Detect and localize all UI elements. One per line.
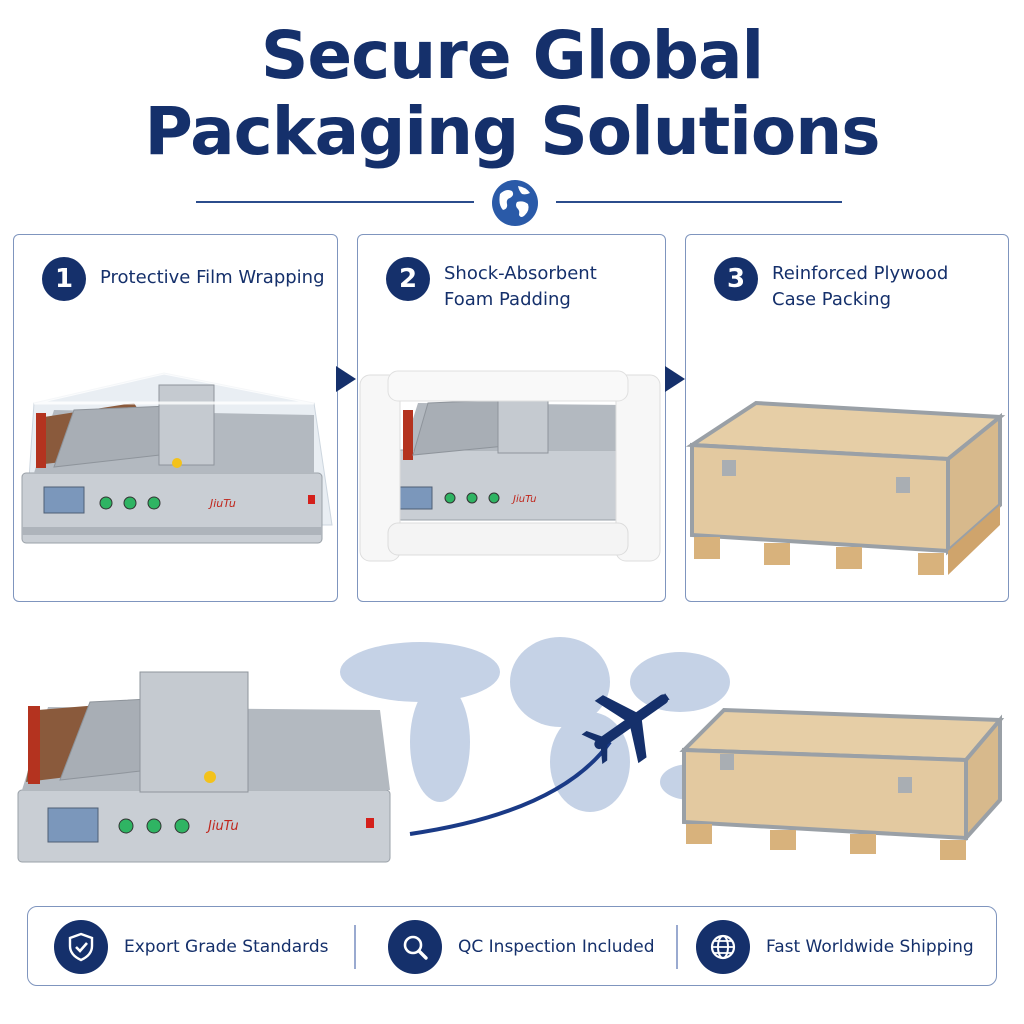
foam-padded-machine-image: JiuTu: [359, 370, 661, 562]
machine-unpacked: JiuTu: [17, 671, 391, 863]
step-number-badge: 1: [42, 257, 86, 301]
title-line-1: Secure Global: [260, 17, 764, 94]
magnifier-icon: [388, 920, 442, 974]
shipping-illustration: JiuTu: [17, 637, 1005, 863]
step-card-film-wrapping: 1 Protective Film Wrapping JiuTu: [13, 234, 338, 602]
arrow-right-icon: [665, 366, 685, 392]
dotted-world-map: [340, 637, 730, 812]
plywood-crate: [679, 707, 1005, 860]
title-divider-left: [196, 201, 474, 203]
brand-logo: JiuTu: [208, 497, 236, 510]
page-title: Secure Global Packaging Solutions: [0, 18, 1024, 170]
plywood-crate-image: [686, 400, 1006, 575]
step-card-plywood-case: 3 Reinforced Plywood Case Packing: [685, 234, 1009, 602]
step-card-foam-padding: 2 Shock-Absorbent Foam Padding JiuTu: [357, 234, 666, 602]
airplane-icon: [581, 693, 670, 764]
title-divider-right: [556, 201, 842, 203]
globe-grid-icon: [696, 920, 750, 974]
feature-separator: [676, 925, 678, 969]
feature-worldwide-shipping: Fast Worldwide Shipping: [696, 919, 974, 975]
step-label: Protective Film Wrapping: [100, 267, 325, 288]
step-label: Shock-Absorbent Foam Padding: [444, 263, 597, 310]
film-wrapped-machine-image: JiuTu: [21, 371, 333, 544]
arrow-right-icon: [336, 366, 356, 392]
feature-export-grade: Export Grade Standards: [54, 919, 328, 975]
feature-qc-inspection: QC Inspection Included: [388, 919, 655, 975]
globe-icon: [492, 180, 538, 226]
flight-path: [409, 740, 612, 836]
step-number-badge: 3: [714, 257, 758, 301]
step-label: Reinforced Plywood Case Packing: [772, 263, 949, 310]
brand-logo: JiuTu: [205, 819, 239, 834]
step-number-badge: 2: [386, 257, 430, 301]
feature-separator: [354, 925, 356, 969]
shield-check-icon: [54, 920, 108, 974]
brand-logo: JiuTu: [511, 494, 537, 505]
title-line-2: Packaging Solutions: [144, 93, 880, 170]
features-bar: Export Grade Standards QC Inspection Inc…: [27, 906, 997, 986]
